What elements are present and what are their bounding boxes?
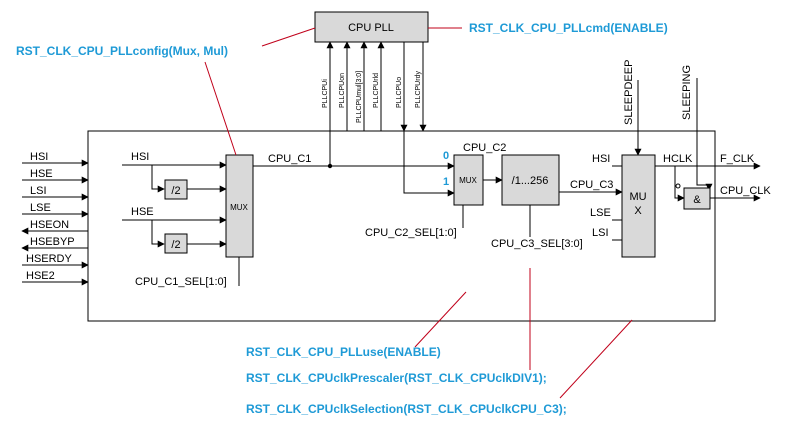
input-label-hsi: HSI — [30, 151, 48, 163]
prescaler-block — [501, 154, 560, 206]
annotation-pll-config: RST_CLK_CPU_PLLconfig(Mux, Mul) — [16, 44, 228, 58]
mux-1-block — [225, 154, 254, 258]
input-label-hsebyp: HSEBYP — [30, 236, 75, 248]
hse-internal-label: HSE — [131, 206, 154, 218]
mux-2-input-1: 1 — [443, 176, 449, 188]
cpu-pll-block — [314, 11, 429, 43]
input-label-lse: LSE — [30, 202, 51, 214]
cpu-clk-label: CPU_CLK — [720, 185, 771, 197]
cpu-c3-label: CPU_C3 — [570, 179, 613, 191]
input-signals: HSI HSE LSI LSE HSEON HSEBYP HSERDY HSE2 — [21, 151, 89, 286]
pll-signal-label: PLLCPUon — [339, 73, 346, 108]
mux-3-label-line2: X — [634, 205, 642, 217]
mux-2-input-0: 0 — [443, 150, 449, 162]
annotation-pll-use: RST_CLK_CPU_PLLuse(ENABLE) — [246, 345, 441, 359]
mux-3-block — [621, 154, 656, 258]
cpu-c2-sel-label: CPU_C2_SEL[1:0] — [365, 227, 457, 239]
sleeping-label: SLEEPING — [681, 65, 693, 120]
input-label-hse2: HSE2 — [26, 270, 55, 282]
pll-signal-label: PLLCPUrld — [373, 73, 380, 108]
cpu-c3-sel-label: CPU_C3_SEL[3:0] — [491, 238, 583, 250]
mux-2-label: MUX — [459, 176, 477, 185]
input-label-hseon: HSEON — [30, 219, 69, 231]
prescaler-label: /1...256 — [512, 175, 549, 187]
mux-3-lse-label: LSE — [590, 207, 611, 219]
divider-2-b-label: /2 — [171, 239, 180, 251]
pll-signal-label: PLLCPUrdy — [415, 71, 422, 108]
mux-3-lsi-label: LSI — [592, 227, 609, 239]
pll-signal-label: PLLCPUmul[3:0] — [356, 71, 363, 123]
annotation-pll-cmd: RST_CLK_CPU_PLLcmd(ENABLE) — [469, 21, 668, 35]
cpu-pll-label: CPU PLL — [348, 22, 394, 34]
annotation-selection: RST_CLK_CPUclkSelection(RST_CLK_CPUclkCP… — [246, 402, 567, 416]
clock-module-outline — [87, 130, 716, 322]
mux-1-label: MUX — [230, 203, 248, 212]
mux-3-hsi-label: HSI — [592, 153, 610, 165]
f-clk-label: F_CLK — [720, 153, 755, 165]
cpu-c1-label: CPU_C1 — [268, 153, 311, 165]
input-label-hserdy: HSERDY — [26, 253, 73, 265]
pll-signal-label: PLLCPUo — [396, 77, 403, 108]
hsi-internal-label: HSI — [131, 151, 149, 163]
divider-2-a-label: /2 — [171, 185, 180, 197]
input-label-hse: HSE — [30, 168, 53, 180]
cpu-c1-sel-label: CPU_C1_SEL[1:0] — [135, 276, 227, 288]
mux-3-label-line1: MU — [629, 191, 646, 203]
and-gate-label: & — [693, 194, 701, 206]
annotation-prescaler: RST_CLK_CPUclkPrescaler(RST_CLK_CPUclkDI… — [246, 371, 547, 385]
pll-signal-label: PLLCPUi — [322, 79, 329, 108]
input-label-lsi: LSI — [30, 185, 47, 197]
sleepdeep-label: SLEEPDEEP — [623, 60, 635, 125]
hclk-label: HCLK — [663, 153, 693, 165]
cpu-c2-label: CPU_C2 — [463, 142, 506, 154]
